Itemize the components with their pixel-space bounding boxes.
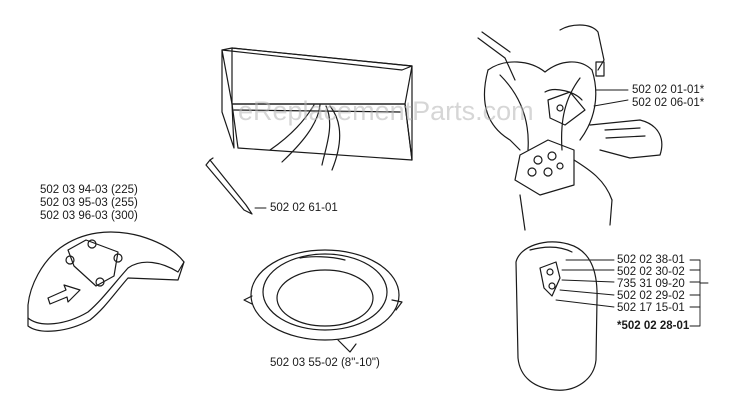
guard-part-number: 502 03 94-03 (225): [40, 184, 138, 196]
leader-lines: [555, 89, 709, 327]
harness-illustration: [477, 24, 663, 231]
harness-part-number: 502 02 01-01*: [632, 84, 705, 96]
tool-bag-illustration: [221, 47, 413, 171]
pad-part-number: 502 02 29-02: [617, 290, 685, 302]
pad-part-number: 502 02 30-02: [617, 266, 685, 278]
tool-part-number: 502 02 61-01: [270, 202, 338, 214]
harness-part-number: 502 02 06-01*: [632, 97, 705, 109]
hip-pad-illustration: [515, 241, 598, 391]
ring-part-number: 502 03 55-02 (8"-10"): [270, 357, 380, 369]
watermark: eReplacementParts.com: [238, 96, 534, 126]
kit-part-number: *502 02 28-01: [617, 320, 690, 332]
guard-part-number: 502 03 95-03 (255): [40, 197, 138, 209]
pad-part-number: 502 02 38-01: [617, 254, 685, 266]
ring-cover-illustration: [243, 249, 403, 353]
pad-part-number: 735 31 09-20: [617, 278, 685, 290]
blade-guard-illustration: [27, 231, 185, 332]
pad-part-number: 502 17 15-01: [617, 302, 685, 314]
tool-illustration: [205, 157, 267, 215]
guard-part-number: 502 03 96-03 (300): [40, 210, 138, 222]
